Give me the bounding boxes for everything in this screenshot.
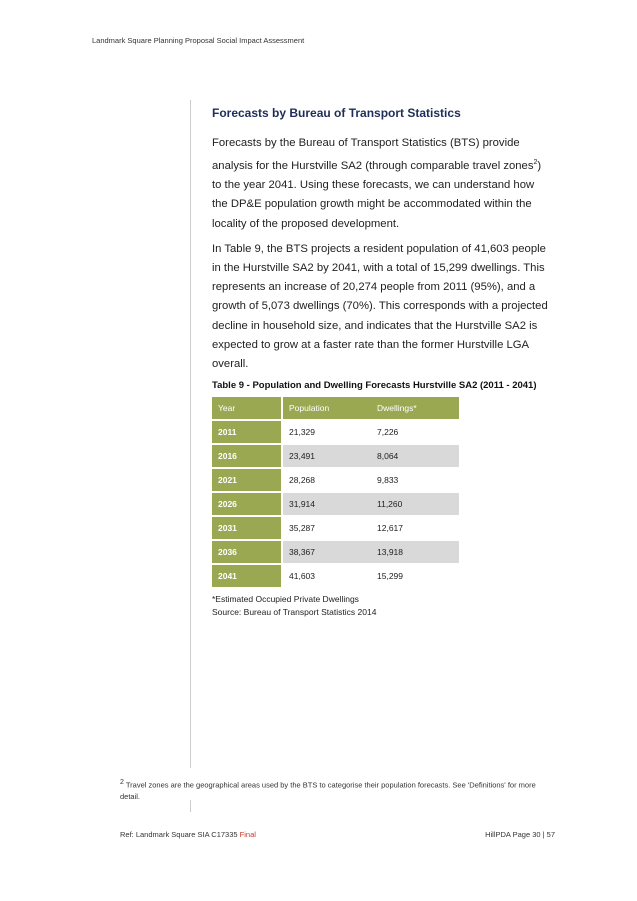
cell-year: 2031 [212,517,283,540]
footer-ref: Ref: Landmark Square SIA C17335 Final [120,830,256,839]
cell-population: 21,329 [289,427,315,438]
table-source: Source: Bureau of Transport Statistics 2… [212,607,377,618]
footer-page: HillPDA Page 30 | 57 [485,830,555,839]
cell-dwellings: 7,226 [377,427,399,438]
table-row: 2011 21,329 7,226 [212,421,459,444]
col-header-population: Population [283,397,371,420]
footnote-ref: 2 [533,159,538,167]
footer-ref-text: Ref: Landmark Square SIA C17335 [120,830,240,839]
cell-dwellings: 12,617 [377,523,403,534]
cell-year: 2011 [212,421,283,444]
running-header: Landmark Square Planning Proposal Social… [92,36,305,45]
cell-dwellings: 15,299 [377,571,403,582]
cell-year: 2026 [212,493,283,516]
forecast-table: Year Population Dwellings* 2011 21,329 7,2… [212,395,459,589]
footnote-text: Travel zones are the geographical areas … [120,780,536,801]
paragraph-1-text-cont: ) to the year 2041. Using these forecast… [212,159,542,230]
cell-population: 23,491 [283,445,371,468]
table-row: 2021 28,268 9,833 [212,469,459,492]
margin-rule [190,100,191,768]
cell-dwellings: 9,833 [377,475,399,486]
cell-population: 31,914 [283,493,371,516]
col-header-year: Year [212,397,283,420]
section-heading: Forecasts by Bureau of Transport Statist… [212,106,461,120]
cell-population: 28,268 [289,475,315,486]
footnote: 2 Travel zones are the geographical area… [120,777,540,802]
cell-dwellings: 11,260 [371,493,459,516]
cell-year: 2041 [212,565,283,588]
col-header-dwellings: Dwellings* [371,397,459,420]
paragraph-1-text: Forecasts by the Bureau of Transport Sta… [212,137,534,172]
paragraph-1: Forecasts by the Bureau of Transport Sta… [212,134,552,234]
cell-population: 35,287 [289,523,315,534]
footer-status: Final [239,830,256,839]
table-note: *Estimated Occupied Private Dwellings [212,594,359,605]
table-row: 2031 35,287 12,617 [212,517,459,540]
margin-rule-lower [190,800,191,812]
cell-dwellings: 8,064 [371,445,459,468]
cell-year: 2016 [212,445,283,468]
paragraph-2: In Table 9, the BTS projects a resident … [212,242,548,370]
footnote-number: 2 [120,779,124,786]
table-caption: Table 9 - Population and Dwelling Foreca… [212,380,537,392]
cell-dwellings: 13,918 [371,541,459,564]
main-content: Forecasts by Bureau of Transport Statist… [212,106,552,619]
cell-population: 38,367 [283,541,371,564]
cell-year: 2036 [212,541,283,564]
cell-year: 2021 [212,469,283,492]
cell-population: 41,603 [289,571,315,582]
table-row: 2041 41,603 15,299 [212,565,459,588]
